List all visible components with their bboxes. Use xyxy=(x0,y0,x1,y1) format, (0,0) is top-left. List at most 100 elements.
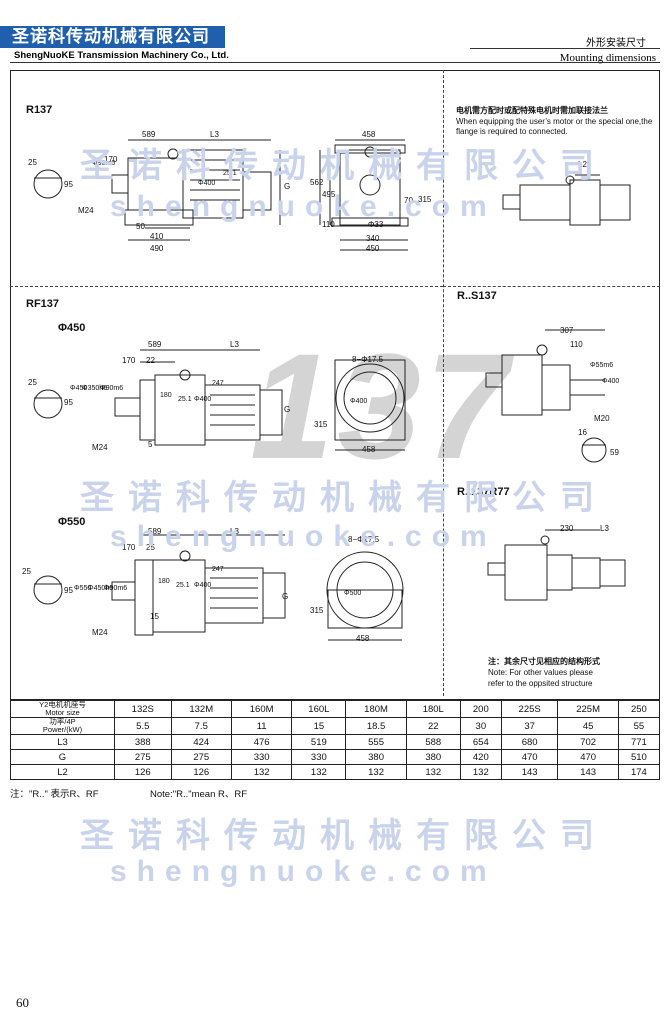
dim-495: 495 xyxy=(322,190,336,199)
dim-307: 307 xyxy=(560,326,574,335)
r137-front-view xyxy=(319,139,409,251)
power-cell: 18.5 xyxy=(345,717,407,735)
motor-size-cell: 160M xyxy=(230,700,293,718)
value-cell: 771 xyxy=(617,734,661,750)
value-cell: 143 xyxy=(500,764,559,780)
dim-l3-rr77: L3 xyxy=(600,524,609,533)
footer-note-cn: 注："R.." 表示R、RF xyxy=(10,789,99,800)
value-cell: 275 xyxy=(114,749,172,765)
dim-95-rf550: 95 xyxy=(64,586,73,595)
value-cell: 420 xyxy=(459,749,502,765)
power-cell: 11 xyxy=(230,717,293,735)
dim-247: 247 xyxy=(212,380,224,387)
dim-247-rf550: 247 xyxy=(212,566,224,573)
dim-170-rf550: 170 xyxy=(122,543,136,552)
rs137-view xyxy=(485,329,605,416)
dim-410: 410 xyxy=(150,232,164,241)
dim-15: 15 xyxy=(150,612,159,621)
value-cell: 143 xyxy=(557,764,619,780)
dim-phi450h6: Φ450h6 xyxy=(88,585,114,592)
value-cell: 476 xyxy=(230,734,293,750)
value-cell: 470 xyxy=(557,749,619,765)
watermark-url-3: shengnuoke.com xyxy=(110,855,497,888)
other-values-note-cn: 注：其余尺寸见相应的结构形式 xyxy=(488,657,600,666)
motor-size-cell: 180M xyxy=(345,700,407,718)
header-divider xyxy=(470,48,660,49)
watermark-company-1: 圣诺科传动机械有限公司 xyxy=(80,147,608,185)
dim-l3-rf550: L3 xyxy=(230,527,239,536)
dim-phi400-flange: Φ400 xyxy=(350,398,368,405)
label-phi550: Φ550 xyxy=(58,516,86,528)
flange-note-en: When equipping the user’s motor or the s… xyxy=(456,117,653,136)
dim-589-rf550: 589 xyxy=(148,527,162,536)
dim-phi400-rf550: Φ400 xyxy=(194,582,212,589)
r137-side-view xyxy=(111,139,281,241)
dim-phi33: Φ33 xyxy=(368,220,384,229)
header-rule xyxy=(10,62,660,63)
watermark-model-number: 137 xyxy=(250,322,513,490)
value-cell: 126 xyxy=(114,764,172,780)
power-cell: 15 xyxy=(291,717,347,735)
value-cell: 519 xyxy=(291,734,347,750)
dim-25-1-rf550: 25.1 xyxy=(176,582,190,589)
dim-110: 110 xyxy=(322,220,335,229)
rf137-450-side-view xyxy=(114,349,283,446)
value-cell: 380 xyxy=(345,749,407,765)
dim-l3-rf450: L3 xyxy=(230,340,239,349)
value-cell: 132 xyxy=(459,764,502,780)
dim-16: 16 xyxy=(578,428,587,437)
dim-m20: M20 xyxy=(594,414,610,423)
dim-70: 70 xyxy=(404,196,413,205)
dim-l2: L2 xyxy=(578,160,587,169)
dim-110-rs: 110 xyxy=(570,340,583,349)
page-header: 圣诺科传动机械有限公司 ShengNuoKE Transmission Mach… xyxy=(0,0,670,64)
motor-size-header-en: Motor size xyxy=(45,708,80,717)
dim-25-rf550: 25 xyxy=(22,567,31,576)
dim-8-phi17-5: 8−Φ17.5 xyxy=(352,355,384,364)
header-title-bar xyxy=(0,26,225,48)
label-r137r77: R..137R77 xyxy=(457,486,510,498)
dim-180-rf550: 180 xyxy=(158,578,170,585)
dim-315-rf550: 315 xyxy=(310,606,324,615)
value-cell: 654 xyxy=(459,734,502,750)
watermark-company-2: 圣诺科传动机械有限公司 xyxy=(80,479,608,517)
label-phi450: Φ450 xyxy=(58,322,86,334)
dim-g-rf450: G xyxy=(284,405,291,414)
motor-size-cell: 132M xyxy=(170,700,232,718)
motor-size-cell: 225S xyxy=(500,700,559,718)
value-cell: 330 xyxy=(291,749,347,765)
value-cell: 174 xyxy=(617,764,661,780)
dim-phi400: Φ400 xyxy=(198,180,216,187)
value-cell: 588 xyxy=(405,734,461,750)
dim-50: 50 xyxy=(136,222,145,231)
dim-phi350: Φ350h6 xyxy=(82,385,108,392)
dim-25-1-rf450: 25.1 xyxy=(178,396,192,403)
flange-view xyxy=(502,174,631,226)
dim-315: 315 xyxy=(418,195,432,204)
vertical-divider xyxy=(443,70,444,696)
dim-490: 490 xyxy=(150,244,164,253)
other-values-note-en1: Note: For other values please xyxy=(488,668,593,677)
dim-8-phi17-5-rf550: 8−Φ17.5 xyxy=(348,535,380,544)
value-cell: 132 xyxy=(291,764,347,780)
power-header-en: Power/(kW) xyxy=(42,725,83,734)
value-cell: 132 xyxy=(230,764,293,780)
dim-95-rf450: 95 xyxy=(64,398,73,407)
dim-l3: L3 xyxy=(210,130,219,139)
value-cell: 702 xyxy=(557,734,619,750)
value-cell: 555 xyxy=(345,734,407,750)
label-rs137: R..S137 xyxy=(457,290,497,302)
dim-phi90-rf550: Φ90m6 xyxy=(104,585,128,592)
motor-size-cell: 225M xyxy=(557,700,619,718)
power-cell: 37 xyxy=(500,717,559,735)
motor-size-cell: 160L xyxy=(291,700,347,718)
dim-180: 180 xyxy=(160,392,172,399)
motor-size-cell: 200 xyxy=(459,700,502,718)
value-cell: 132 xyxy=(345,764,407,780)
value-cell: 470 xyxy=(500,749,559,765)
dim-589-rf450: 589 xyxy=(148,340,162,349)
